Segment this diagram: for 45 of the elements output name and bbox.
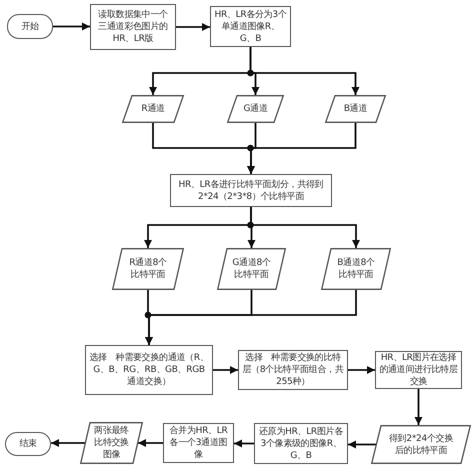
arrow [213,366,238,374]
node-text: G通道 [243,103,268,115]
data-parallelogram [122,95,184,123]
arrow [53,22,90,31]
data-parallelogram [227,95,284,123]
arrow [414,389,423,425]
node-text: 结束 [19,438,37,450]
node-text: 开始 [21,20,39,32]
terminal-box [5,432,51,456]
node-text: HR、LR图片在选择的通道间进行比特层交换 [378,352,459,388]
arrow [348,366,375,374]
node-text: 两张最终比特交换图像 [93,425,130,461]
node-text: R通道 [141,103,165,115]
arrow [144,290,357,345]
data-parallelogram [371,425,471,464]
arrow [176,22,210,32]
process-box [170,174,332,207]
process-box [85,345,213,395]
data-parallelogram [217,248,286,290]
node-text: G通道8个比特平面 [231,257,272,281]
node-text: B通道 [344,103,368,115]
node-text: B通道8个比特平面 [336,257,376,281]
process-box [163,423,234,463]
data-parallelogram [321,248,391,290]
data-parallelogram [112,248,184,290]
arrow [234,439,254,448]
node-text: 合并为HR、LR各一个3通道图像 [168,425,228,461]
node-text: 选择 种需要交换的通道（R、G、B、RG、RB、GB、RGB通道交换） [89,352,209,388]
data-parallelogram [80,422,143,464]
node-text: R通道8个比特平面 [128,257,168,281]
node-text: HR、LR各分为3个单通道图像R、G、B [214,8,287,44]
process-box [90,4,176,50]
terminal-box [7,14,53,39]
node-text: 还原为HR、LR图片各3个像素级的图像R、G、B [258,426,344,462]
node-text: HR、LR各进行比特平面划分，共得到2*24（2*3*8）个比特平面 [178,178,324,202]
arrow [250,207,360,248]
node-text: 选择 种需要交换的比特层（8个比特平面组合，共255种） [242,352,344,388]
data-parallelogram [325,95,386,123]
arrow [348,440,376,449]
arrow [51,438,85,448]
node-text: 读取数据集中一个三通道彩色图片的HR、LR版 [97,9,169,45]
node-text: 得到2*24个交换后的比特平面 [388,432,454,456]
arrow [250,47,360,95]
arrow [246,123,356,174]
arrow [138,438,163,448]
